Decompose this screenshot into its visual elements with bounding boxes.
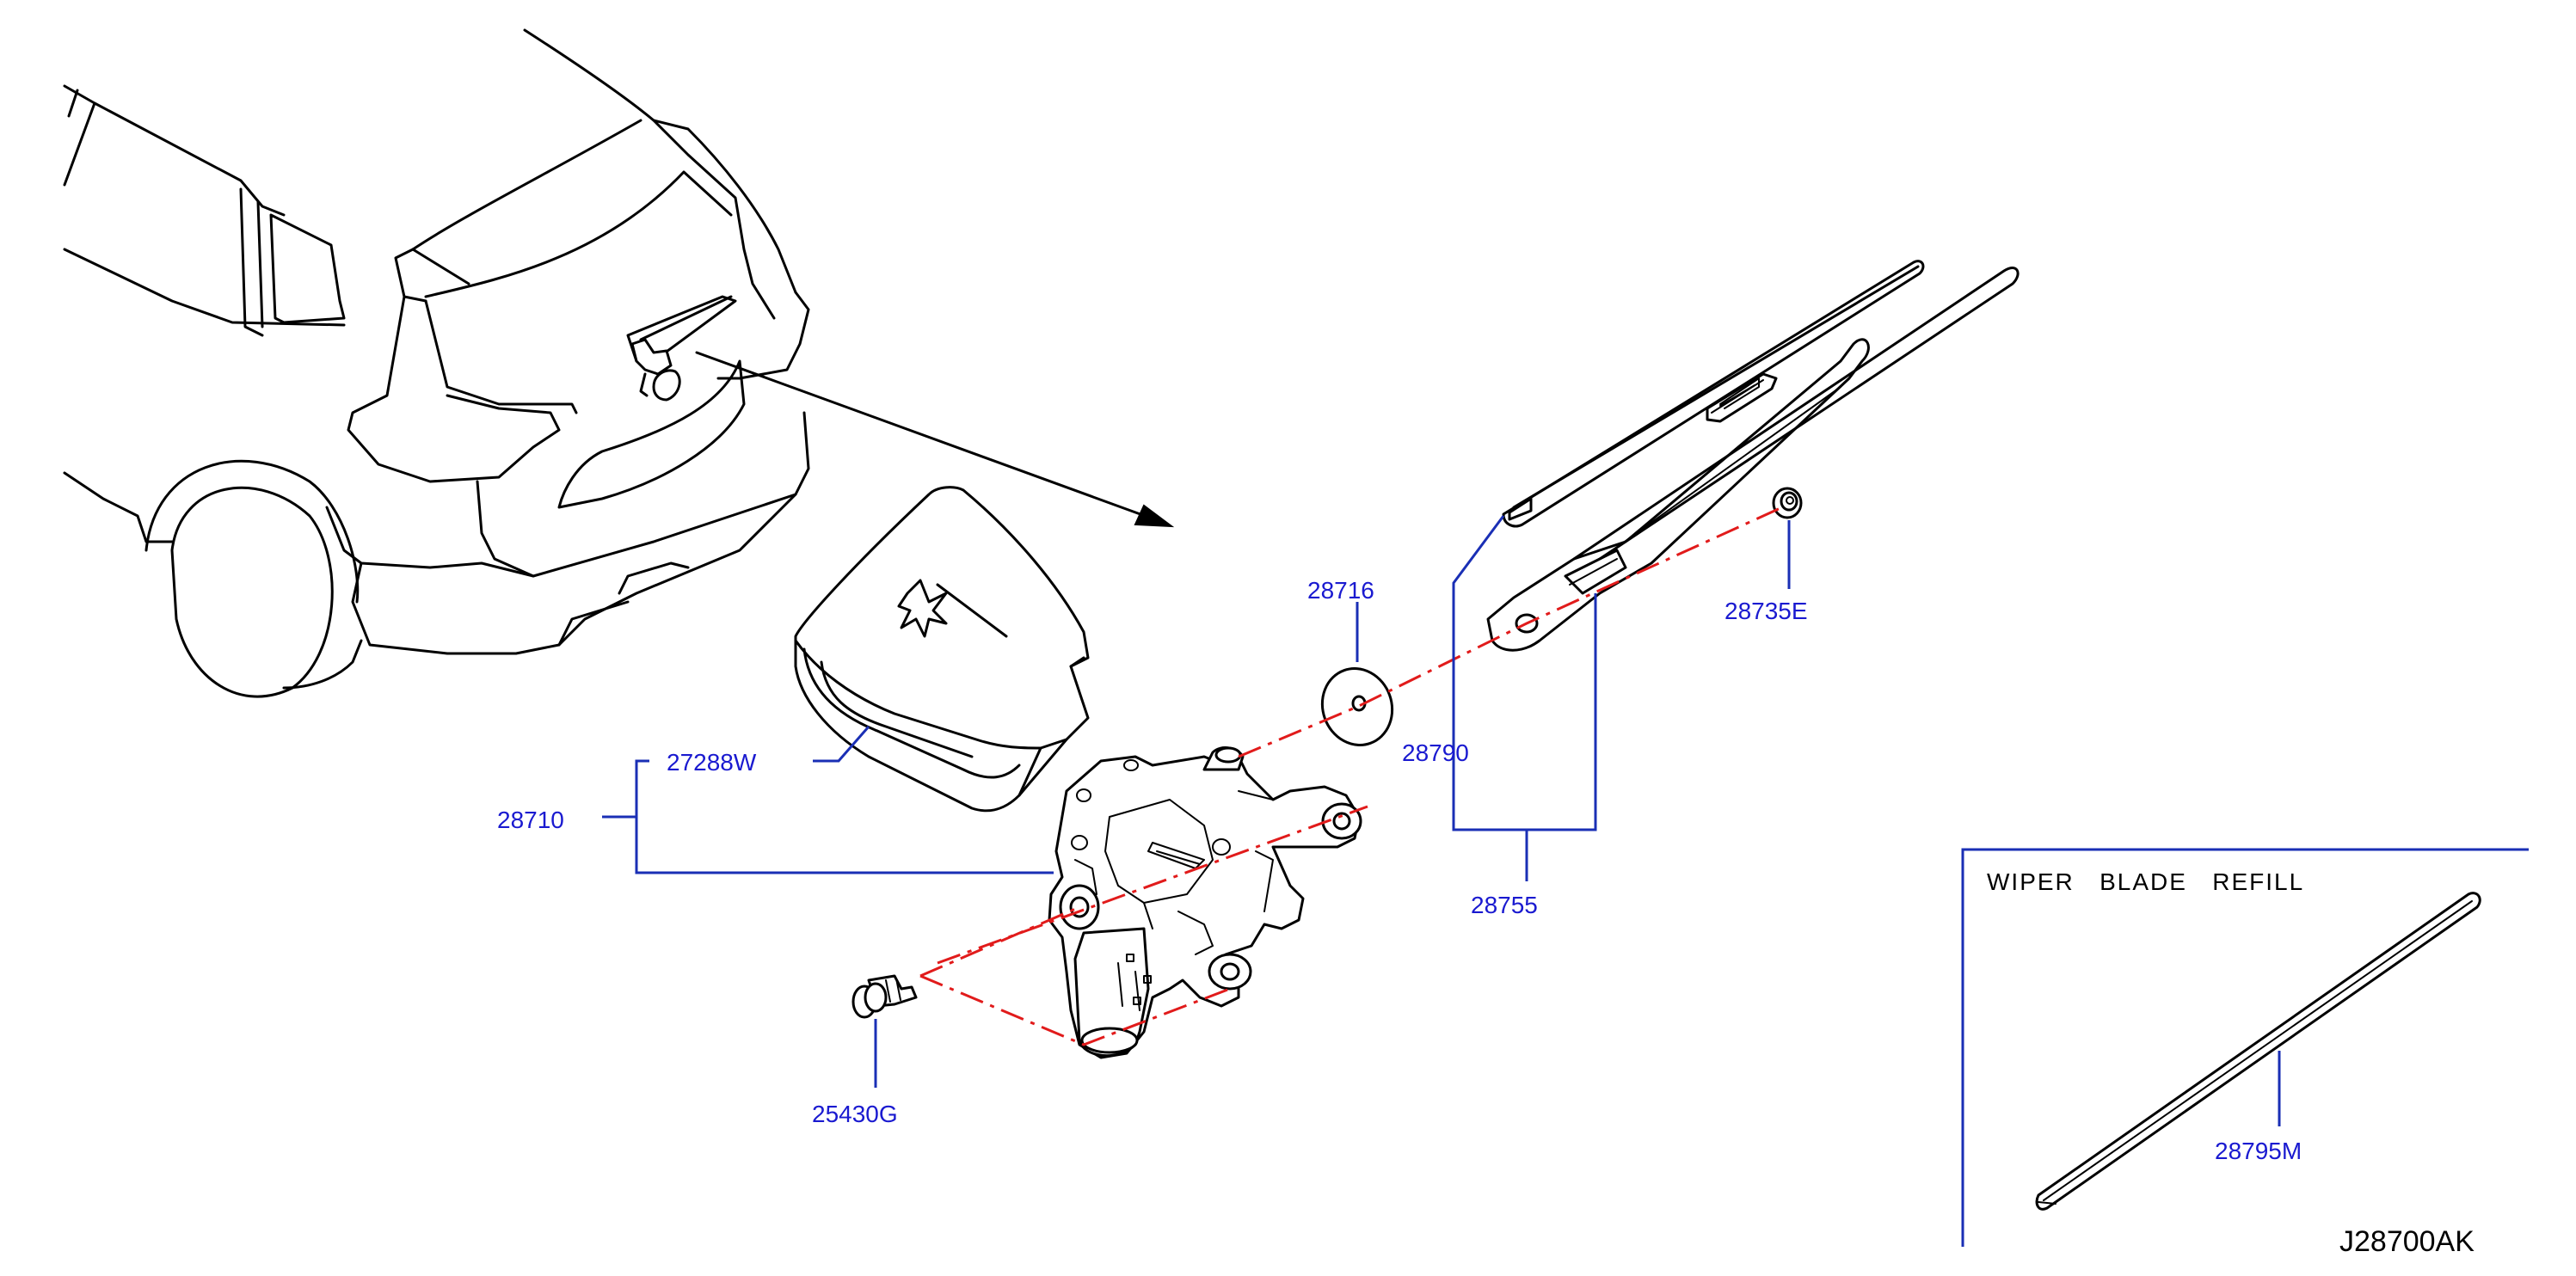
callout-leaders bbox=[602, 515, 2281, 1126]
blade-refill-inset bbox=[1961, 848, 2529, 1247]
assembly-centerlines bbox=[919, 506, 1783, 1046]
callout-25430G: 25430G bbox=[812, 1101, 898, 1127]
callout-28755: 28755 bbox=[1471, 892, 1538, 918]
callout-labels: 28716 28735E 28790 27288W 28710 28755 25… bbox=[497, 577, 2302, 1164]
nut bbox=[1772, 487, 1803, 519]
washer bbox=[1320, 667, 1394, 746]
callout-28710: 28710 bbox=[497, 807, 564, 833]
diagram-code: J28700AK bbox=[2339, 1225, 2475, 1258]
motor-cover-part bbox=[794, 486, 1090, 813]
callout-28716: 28716 bbox=[1307, 577, 1374, 604]
callout-28735E: 28735E bbox=[1725, 598, 1808, 624]
vehicle-rear-illustration bbox=[63, 28, 1175, 698]
inset-title: WIPER BLADE REFILL bbox=[1987, 868, 2304, 895]
callout-28795M: 28795M bbox=[2215, 1138, 2302, 1164]
callout-28790: 28790 bbox=[1402, 739, 1469, 766]
wiper-motor-assembly bbox=[1048, 746, 1362, 1059]
wiper-arm-and-blade bbox=[1486, 260, 2020, 652]
mounting-bolt bbox=[851, 974, 918, 1019]
callout-27288W: 27288W bbox=[667, 749, 757, 776]
